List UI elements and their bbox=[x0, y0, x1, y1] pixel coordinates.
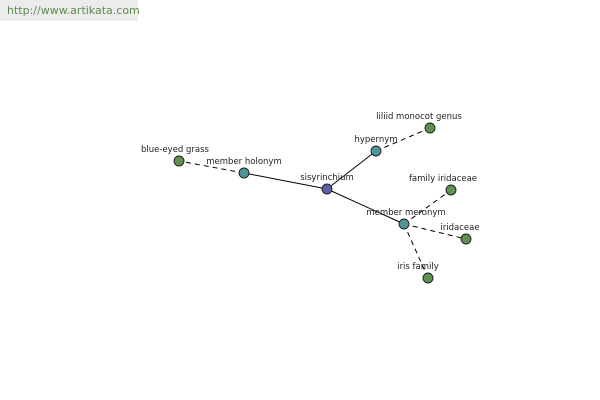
node-label-iridaceae: iridaceae bbox=[440, 223, 479, 233]
node-label-liliid-monocot-genus: liliid monocot genus bbox=[376, 112, 462, 122]
nodes-layer bbox=[173, 122, 472, 284]
edge-center-to-member-holonym bbox=[243, 172, 328, 190]
edge-member-holonym-to-blue-eyed-grass bbox=[178, 160, 245, 174]
node-label-member-meronym: member meronym bbox=[366, 208, 445, 218]
node-iridaceae[interactable] bbox=[460, 233, 472, 245]
edge-hypernym-to-liliid-monocot-genus bbox=[375, 127, 431, 152]
node-label-iris-family: iris family bbox=[397, 262, 439, 272]
edge-member-meronym-to-iridaceae bbox=[403, 223, 467, 240]
node-family-iridaceae[interactable] bbox=[445, 184, 457, 196]
watermark-url: http://www.artikata.com bbox=[0, 0, 140, 21]
edges-layer bbox=[178, 127, 467, 279]
node-member-holonym[interactable] bbox=[238, 167, 250, 179]
node-label-family-iridaceae: family iridaceae bbox=[409, 174, 477, 184]
node-label-hypernym: hypernym bbox=[354, 135, 397, 145]
node-label-center: sisyrinchium bbox=[300, 173, 354, 183]
node-center[interactable] bbox=[321, 183, 333, 195]
edge-member-meronym-to-iris-family bbox=[403, 223, 429, 279]
edge-member-meronym-to-family-iridaceae bbox=[403, 189, 452, 225]
edge-center-to-hypernym bbox=[326, 150, 377, 190]
labels-layer: sisyrinchium member holonym hypernym member… bbox=[141, 112, 480, 272]
node-iris-family[interactable] bbox=[422, 272, 434, 284]
edge-center-to-member-meronym bbox=[326, 188, 405, 225]
node-liliid-monocot-genus[interactable] bbox=[424, 122, 436, 134]
node-label-member-holonym: member holonym bbox=[206, 157, 281, 167]
node-blue-eyed-grass[interactable] bbox=[173, 155, 185, 167]
node-hypernym[interactable] bbox=[370, 145, 382, 157]
node-label-blue-eyed-grass: blue-eyed grass bbox=[141, 145, 210, 155]
node-member-meronym[interactable] bbox=[398, 218, 410, 230]
